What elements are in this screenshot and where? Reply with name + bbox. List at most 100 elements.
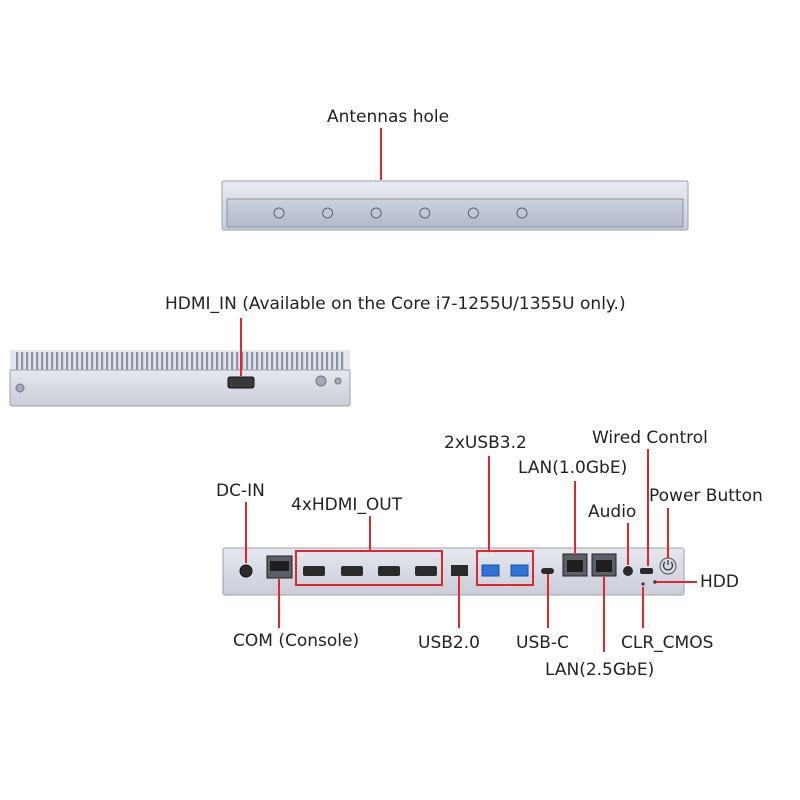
heatsink-fin (106, 352, 109, 370)
power-symbol-icon (662, 561, 674, 571)
hdmi-out-port-icon (341, 566, 363, 576)
heatsink-fin (156, 352, 159, 370)
antenna-holes (273, 207, 528, 219)
heatsink-fin (146, 352, 149, 370)
heatsink-fin (251, 352, 254, 370)
heatsink-fin (26, 352, 29, 370)
heatsink-fin (221, 352, 224, 370)
com-port-socket (270, 561, 289, 571)
audio-label: Audio (588, 502, 636, 522)
heatsink-fin (201, 352, 204, 370)
heatsink-fin (336, 352, 339, 370)
heatsink-fin (41, 352, 44, 370)
antenna-hole-icon (419, 207, 431, 219)
heatsink-fin (181, 352, 184, 370)
heatsink-fin (21, 352, 24, 370)
heatsink-fin (66, 352, 69, 370)
lan1-port-socket (567, 560, 583, 572)
wired-control-label: Wired Control (592, 428, 708, 448)
heatsink-fin (236, 352, 239, 370)
hdd-label: HDD (700, 572, 739, 592)
heatsink-fin (301, 352, 304, 370)
heatsink-fin (86, 352, 89, 370)
hdmi-out-port-icon (415, 566, 437, 576)
heatsink-fin (151, 352, 154, 370)
heatsink-fin (226, 352, 229, 370)
top-view: Antennas hole (221, 107, 689, 231)
heatsink-fin (71, 352, 74, 370)
rear-leader-lines-bottom (278, 574, 697, 652)
side-view: HDMI_IN (Available on the Core i7-1255U/… (9, 294, 626, 407)
heatsink-fin (281, 352, 284, 370)
usb32-port-icon (510, 564, 529, 577)
heatsink-fin (61, 352, 64, 370)
heatsink-fin (331, 352, 334, 370)
usb32-port-icon (481, 564, 500, 577)
hdmi-out-port-icon (303, 566, 325, 576)
hdmi-out-label: 4xHDMI_OUT (291, 495, 403, 515)
heatsink-fin (36, 352, 39, 370)
usb20-port-icon (451, 565, 468, 576)
hdmi-out-port-icon (378, 566, 400, 576)
heatsink-fin (166, 352, 169, 370)
heatsink-fin (216, 352, 219, 370)
heatsink-fin (191, 352, 194, 370)
com-label: COM (Console) (233, 631, 359, 651)
heatsink-fin (186, 352, 189, 370)
heatsink-fin (316, 352, 319, 370)
heatsink-fin (171, 352, 174, 370)
heatsink-fin (311, 352, 314, 370)
heatsink-fin (241, 352, 244, 370)
rear-view: DC-IN 4xHDMI_OUT 2xUSB3.2 Wired Control … (216, 428, 763, 680)
heatsink-fin (196, 352, 199, 370)
heatsink-fin (266, 352, 269, 370)
power-button-label: Power Button (649, 486, 763, 506)
heatsink-fin (206, 352, 209, 370)
heatsink-fin (91, 352, 94, 370)
heatsink-fin (286, 352, 289, 370)
heatsink-fin (16, 352, 19, 370)
antenna-hole-icon (370, 207, 382, 219)
heatsink-fin (161, 352, 164, 370)
heatsink-fin (306, 352, 309, 370)
dc-in-port-icon (239, 564, 253, 578)
heatsink-fin (261, 352, 264, 370)
heatsink-fin (111, 352, 114, 370)
screw-icon (315, 375, 327, 387)
heatsink-fin (231, 352, 234, 370)
heatsink-fin (326, 352, 329, 370)
heatsink-fin (176, 352, 179, 370)
heatsink-fin (341, 352, 344, 370)
heatsink-fin (126, 352, 129, 370)
heatsink-fin (321, 352, 324, 370)
heatsink-fin (96, 352, 99, 370)
heatsink-fin (46, 352, 49, 370)
rear-leader-lines-top (245, 449, 669, 566)
heatsink-fin (141, 352, 144, 370)
heatsink-fin (246, 352, 249, 370)
top-face-panel (226, 198, 684, 228)
antennas-hole-label: Antennas hole (327, 107, 449, 127)
usb20-label: USB2.0 (418, 633, 480, 653)
audio-jack-icon (623, 566, 633, 576)
heatsink-fin (291, 352, 294, 370)
hdmi-in-label: HDMI_IN (Available on the Core i7-1255U/… (165, 294, 626, 314)
screw-icon (15, 383, 25, 393)
heatsink-fin (81, 352, 84, 370)
heatsink-fin (116, 352, 119, 370)
lan25-label: LAN(2.5GbE) (545, 660, 654, 680)
clr-cmos-pinhole-icon (641, 582, 645, 586)
heatsink-fin (296, 352, 299, 370)
wired-control-port-icon (640, 568, 653, 574)
heatsink-fin (51, 352, 54, 370)
heatsink-fin (76, 352, 79, 370)
lan25-port-socket (596, 560, 612, 572)
dc-in-label: DC-IN (216, 481, 265, 501)
antenna-hole-icon (467, 207, 479, 219)
heatsink-fin (121, 352, 124, 370)
heatsink-fin (136, 352, 139, 370)
usbc-label: USB-C (516, 633, 569, 653)
heatsink-fin (101, 352, 104, 370)
lan1-label: LAN(1.0GbE) (518, 458, 627, 478)
